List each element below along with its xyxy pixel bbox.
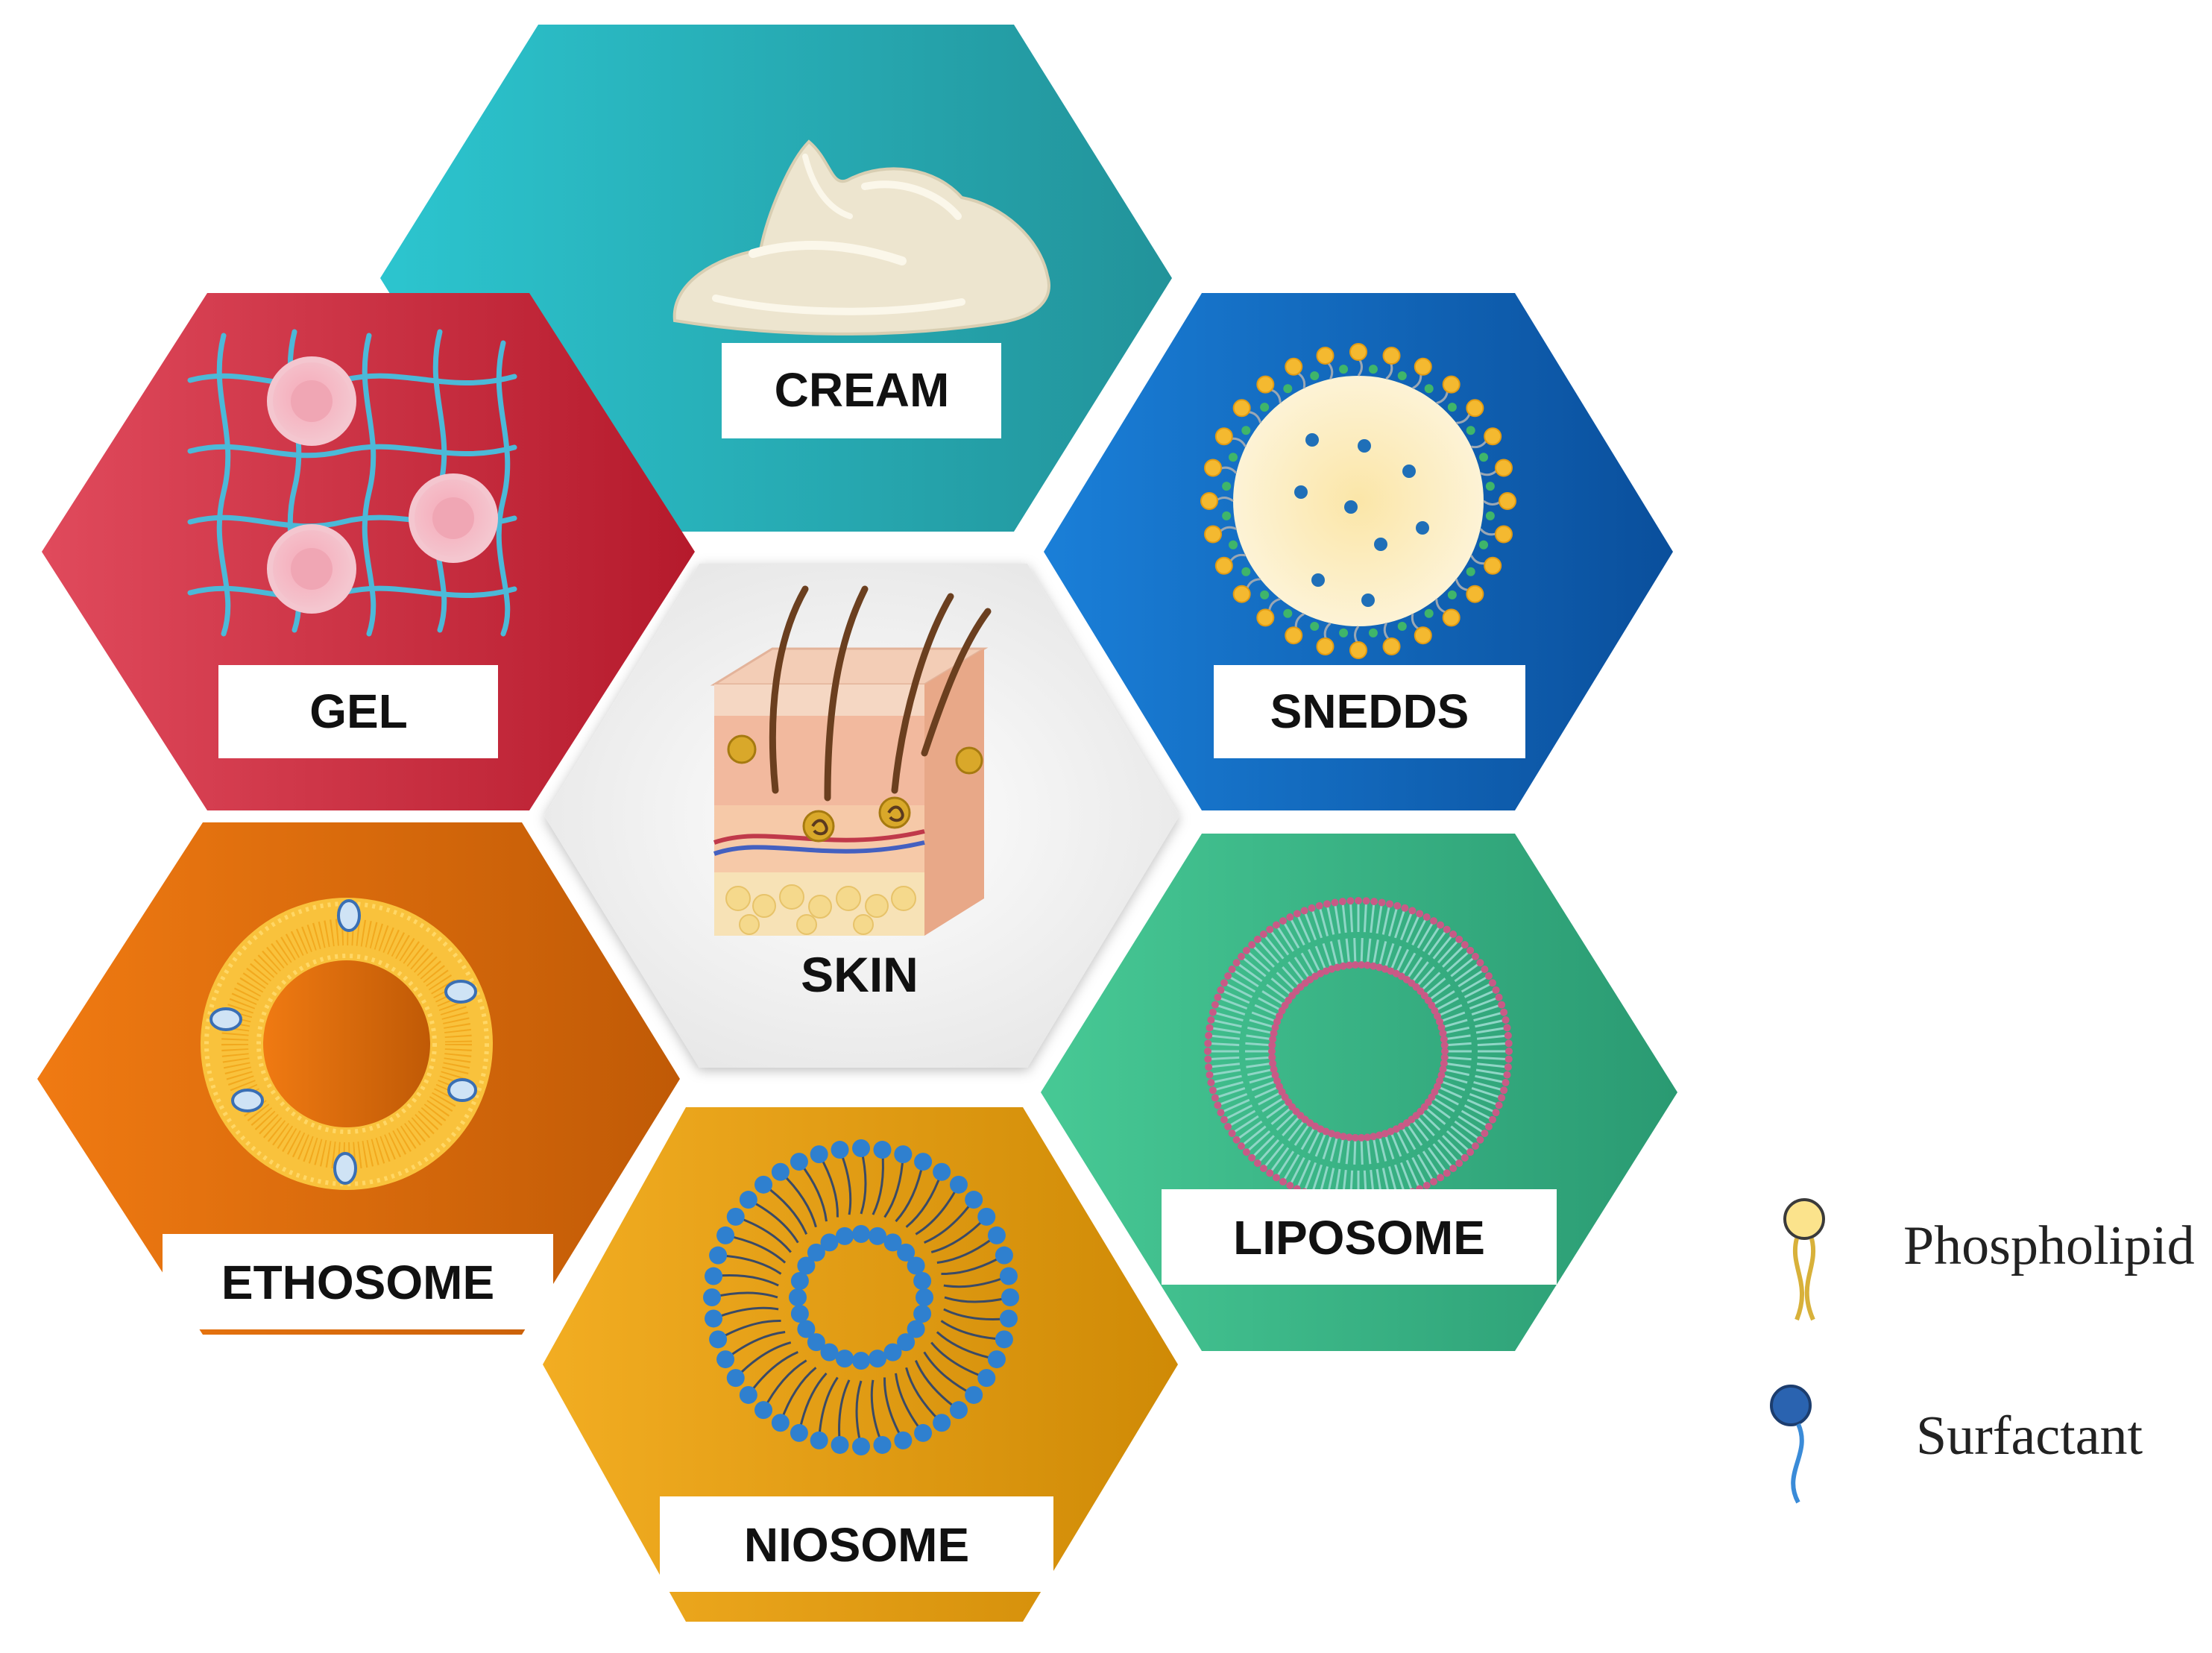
ethosome-label: ETHOSOME [163,1234,553,1329]
svg-text:ETHOSOME: ETHOSOME [221,1256,494,1309]
ethanol-vesicle [338,901,359,931]
ethanol-vesicle [449,1080,476,1101]
svg-text:LIPOSOME: LIPOSOME [1233,1211,1485,1265]
ethanol-vesicle [211,1009,241,1030]
legend: Phospholipid Surfactant [1771,1200,2195,1502]
phospholipid-icon [1785,1200,1824,1320]
gel-label: GEL [218,665,498,758]
skin-label: SKIN [801,947,918,1002]
niosome-label: NIOSOME [660,1496,1053,1592]
snedds-label: SNEDDS [1214,665,1525,758]
surfactant-icon [1771,1386,1810,1502]
ethanol-vesicle [446,981,476,1002]
ethosome-illustration [201,898,493,1190]
svg-text:SNEDDS: SNEDDS [1270,684,1469,738]
svg-text:GEL: GEL [309,684,408,738]
liposome-label: LIPOSOME [1162,1189,1557,1285]
svg-text:CREAM: CREAM [775,363,950,417]
ethanol-vesicle [335,1153,356,1183]
surfactant-legend-label: Surfactant [1916,1405,2143,1467]
phospholipid-legend-label: Phospholipid [1903,1215,2195,1276]
cream-label: CREAM [722,343,1001,438]
svg-text:NIOSOME: NIOSOME [744,1518,969,1572]
ethanol-vesicle [233,1090,262,1111]
